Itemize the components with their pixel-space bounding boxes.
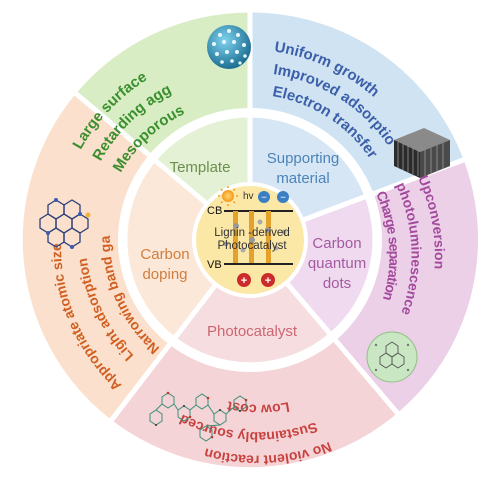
center-illustration: hv − − CB Lignin -derived Photocatalyst …	[207, 186, 293, 287]
sun-icon	[222, 190, 234, 202]
label-photocatalyst: Photocatalyst	[207, 323, 298, 340]
lignin-molecule-image	[149, 391, 248, 442]
electron-sign-2: −	[280, 193, 286, 204]
mesoporous-sphere-image	[207, 25, 251, 69]
electron-ball-2	[277, 191, 289, 203]
doped-carbon-structure-image	[39, 198, 91, 249]
label-cqd-line1: Carbon	[312, 235, 361, 252]
label-doping-line2: doping	[142, 266, 187, 283]
sun-rays-icon	[218, 186, 238, 206]
sector-photocatalyst-inner	[170, 236, 335, 368]
vb-label: VB	[207, 259, 222, 271]
hole-ball-1	[237, 273, 251, 287]
label-cqd-line2: quantum	[308, 255, 366, 272]
electron-sign-1: −	[261, 193, 267, 204]
label-template: Template	[170, 159, 231, 176]
hole-sign-1: +	[241, 275, 247, 287]
electron-ball-1	[258, 191, 270, 203]
label-supporting-line2: material	[276, 170, 329, 187]
sector-doping-inner	[122, 155, 254, 343]
center-title-line2: Photocatalyst	[217, 240, 287, 252]
support-block-image	[394, 128, 450, 178]
center-title-line1: Lignin -derived	[214, 227, 289, 239]
hv-label: hv	[243, 191, 254, 202]
label-supporting-line1: Supporting	[267, 150, 340, 167]
lignin-bars	[223, 211, 287, 264]
carbon-quantum-dot-image	[366, 331, 418, 383]
cb-label: CB	[207, 205, 222, 217]
label-doping-line1: Carbon	[140, 246, 189, 263]
label-cqd-line3: dots	[323, 275, 351, 292]
photocatalyst-ring-text-1: Low cost	[225, 398, 290, 418]
hole-sign-2: +	[265, 275, 271, 287]
hole-ball-2	[261, 273, 275, 287]
